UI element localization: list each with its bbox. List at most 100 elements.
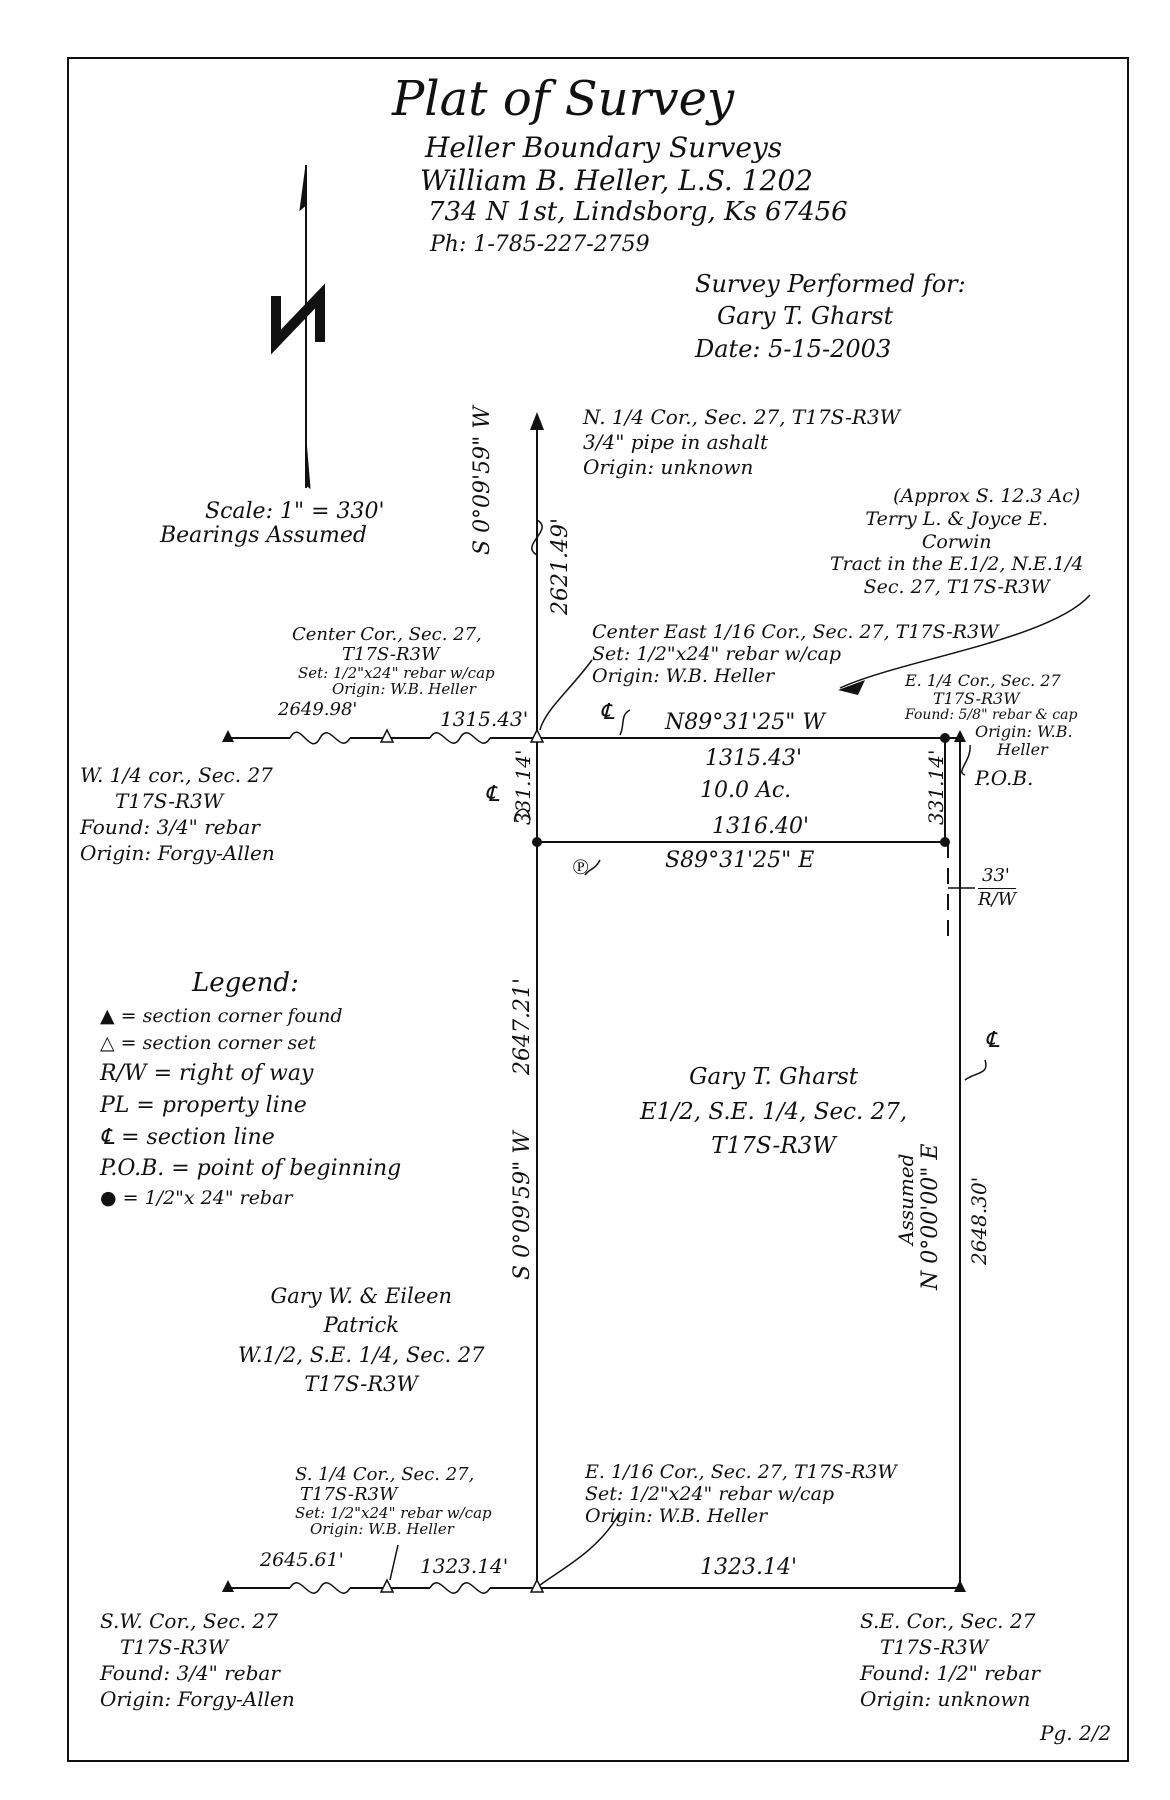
ce-line-3: Origin: W.B. Heller bbox=[592, 664, 775, 687]
address: 734 N 1st, Lindsborg, Ks 67456 bbox=[428, 197, 848, 227]
eq-line-2: T17S-R3W bbox=[933, 688, 1020, 708]
east-quarter-corner-found bbox=[954, 730, 966, 742]
corwin-owners: Terry L. & Joyce E. bbox=[865, 507, 1049, 530]
nq-line-3: Origin: unknown bbox=[583, 455, 754, 479]
wq-line-1: W. 1/4 cor., Sec. 27 bbox=[80, 763, 273, 787]
break-south-2 bbox=[429, 1582, 491, 1594]
survey-date: Date: 5-15-2003 bbox=[695, 334, 892, 363]
legend-item-found: ▲ = section corner found bbox=[100, 1004, 343, 1027]
sq-line-2: T17S-R3W bbox=[300, 1483, 398, 1505]
south-segment-distance: 1323.14' bbox=[420, 1554, 509, 1578]
page-border bbox=[67, 57, 1129, 1762]
break-west-1 bbox=[289, 731, 351, 745]
mid-line-distance: 2647.21' bbox=[510, 977, 535, 1075]
sw-half-distance: 2645.61' bbox=[260, 1549, 344, 1571]
eq-line-5: Heller bbox=[997, 740, 1048, 760]
center-east-corner-set bbox=[529, 728, 545, 743]
east-quarter-corner-label: E. 1/4 Cor., Sec. 27 T17S-R3W Found: 5/8… bbox=[905, 672, 1077, 759]
gharst-legal: E1/2, S.E. 1/4, Sec. 27, bbox=[640, 1098, 908, 1125]
se-line-1: S.E. Cor., Sec. 27 bbox=[860, 1609, 1036, 1633]
tract-west-side: 331.14' bbox=[511, 749, 535, 825]
center-corner-label: Center Cor., Sec. 27, T17S-R3W Set: 1/2"… bbox=[292, 625, 495, 698]
nq-line-1: N. 1/4 Cor., Sec. 27, T17S-R3W bbox=[583, 405, 901, 429]
property-line-symbol: ℗ bbox=[572, 855, 589, 880]
south-quarter-corner-set bbox=[379, 1578, 395, 1593]
sw-corner-label: S.W. Cor., Sec. 27 T17S-R3W Found: 3/4" … bbox=[100, 1608, 295, 1712]
performed-for: Survey Performed for: Gary T. Gharst Dat… bbox=[695, 268, 966, 365]
tract-east-side: 331.14' bbox=[924, 749, 948, 825]
east-line-bearing: N 0°00'00" E bbox=[918, 1143, 943, 1290]
scale-text: Scale: 1" = 330' bbox=[205, 499, 385, 524]
sw-corner-found bbox=[222, 1580, 234, 1592]
tract-south-bearing: S89°31'25" E bbox=[665, 848, 815, 873]
corwin-acreage: (Approx S. 12.3 Ac) bbox=[893, 485, 1081, 507]
sw-line-2: T17S-R3W bbox=[120, 1635, 229, 1659]
sq-line-1: S. 1/4 Cor., Sec. 27, bbox=[295, 1464, 475, 1485]
legend-title: Legend: bbox=[192, 968, 299, 998]
gharst-name: Gary T. Gharst bbox=[689, 1064, 859, 1090]
north-line-distance: 2621.49' bbox=[548, 517, 573, 615]
se-line-3: Found: 1/2" rebar bbox=[860, 1661, 1040, 1685]
eq-line-1: E. 1/4 Cor., Sec. 27 bbox=[905, 671, 1061, 690]
tract-area: 10.0 Ac. bbox=[700, 778, 792, 803]
patrick-tract-label: Gary W. & Eileen Patrick W.1/2, S.E. 1/4… bbox=[238, 1282, 485, 1400]
surveyor-name: William B. Heller, L.S. 1202 bbox=[420, 164, 813, 197]
pob-label: P.O.B. bbox=[975, 766, 1034, 790]
legend-item-property-line: PL = property line bbox=[100, 1092, 307, 1118]
break-north bbox=[531, 519, 543, 556]
cc-line-1: Center Cor., Sec. 27, bbox=[292, 624, 482, 645]
break-west-2 bbox=[429, 732, 491, 744]
patrick-township: T17S-R3W bbox=[304, 1372, 419, 1397]
ce-line-1: Center East 1/16 Cor., Sec. 27, T17S-R3W bbox=[592, 621, 999, 643]
corwin-section: Sec. 27, T17S-R3W bbox=[863, 576, 1050, 599]
es-line-2: Set: 1/2"x24" rebar w/cap bbox=[585, 1482, 835, 1505]
gharst-tract-label: Gary T. Gharst E1/2, S.E. 1/4, Sec. 27, … bbox=[640, 1060, 907, 1164]
east-line-distance: 2648.30' bbox=[967, 1176, 991, 1265]
wq-line-2: T17S-R3W bbox=[115, 789, 224, 813]
section-line-symbol-2: ℄ bbox=[485, 782, 500, 807]
pointer-arrowhead bbox=[838, 680, 865, 695]
row-width: 33' bbox=[982, 865, 1010, 886]
corwin-name: Corwin bbox=[921, 530, 992, 553]
sw-line-1: S.W. Cor., Sec. 27 bbox=[100, 1609, 278, 1633]
leader-arrows bbox=[389, 594, 1091, 1586]
page-number: Pg. 2/2 bbox=[1040, 1721, 1112, 1745]
bearings-text: Bearings Assumed bbox=[160, 523, 367, 549]
south-east-segment-distance: 1323.14' bbox=[700, 1555, 798, 1580]
sw-line-4: Origin: Forgy-Allen bbox=[100, 1687, 295, 1711]
tract-north-bearing: N89°31'25" W bbox=[665, 710, 826, 735]
sw-line-3: Found: 3/4" rebar bbox=[100, 1661, 280, 1685]
east-sixteenth-corner-set bbox=[529, 1578, 545, 1593]
west-quarter-corner-label: W. 1/4 cor., Sec. 27 T17S-R3W Found: 3/4… bbox=[80, 762, 275, 866]
legend: Legend: ▲ = section corner found △ = sec… bbox=[100, 965, 401, 1213]
rebar-ne bbox=[940, 733, 950, 743]
plat-title: Plat of Survey bbox=[392, 71, 735, 127]
patrick-legal: W.1/2, S.E. 1/4, Sec. 27 bbox=[238, 1342, 485, 1367]
tract-south-distance: 1316.40' bbox=[712, 814, 810, 839]
wq-line-4: Origin: Forgy-Allen bbox=[80, 841, 275, 865]
company-name: Heller Boundary Surveys bbox=[425, 131, 783, 164]
north-quarter-corner-label: N. 1/4 Cor., Sec. 27, T17S-R3W 3/4" pipe… bbox=[583, 405, 900, 480]
east-sixteenth-corner-label: E. 1/16 Cor., Sec. 27, T17S-R3W Set: 1/2… bbox=[585, 1461, 897, 1528]
sq-line-3: Set: 1/2"x24" rebar w/cap bbox=[295, 1503, 492, 1522]
section-line-symbol-1: ℄ bbox=[600, 700, 615, 725]
legend-item-section-line: ℄ = section line bbox=[100, 1124, 275, 1150]
rebar-se bbox=[940, 837, 950, 847]
eq-line-3: Found: 5/8" rebar & cap bbox=[905, 706, 1078, 723]
client-name: Gary T. Gharst bbox=[717, 302, 894, 331]
se-line-2: T17S-R3W bbox=[880, 1635, 989, 1659]
ce-line-2: Set: 1/2"x24" rebar w/cap bbox=[592, 642, 842, 665]
west-half-distance: 2649.98' bbox=[278, 699, 358, 720]
wq-line-3: Found: 3/4" rebar bbox=[80, 815, 260, 839]
patrick-owners: Gary W. & Eileen bbox=[270, 1284, 453, 1308]
legend-item-row: R/W = right of way bbox=[100, 1060, 314, 1086]
center-segment-distance: 1315.43' bbox=[440, 707, 529, 731]
legend-item-rebar: ● = 1/2"x 24" rebar bbox=[100, 1187, 293, 1210]
north-arrow bbox=[271, 164, 325, 490]
es-line-3: Origin: W.B. Heller bbox=[585, 1504, 768, 1527]
east-line-assumed: Assumed bbox=[894, 1153, 918, 1245]
cc-line-2: T17S-R3W bbox=[342, 643, 440, 665]
cc-line-4: Origin: W.B. Heller bbox=[332, 680, 476, 699]
legend-item-pob: P.O.B. = point of beginning bbox=[100, 1156, 402, 1182]
